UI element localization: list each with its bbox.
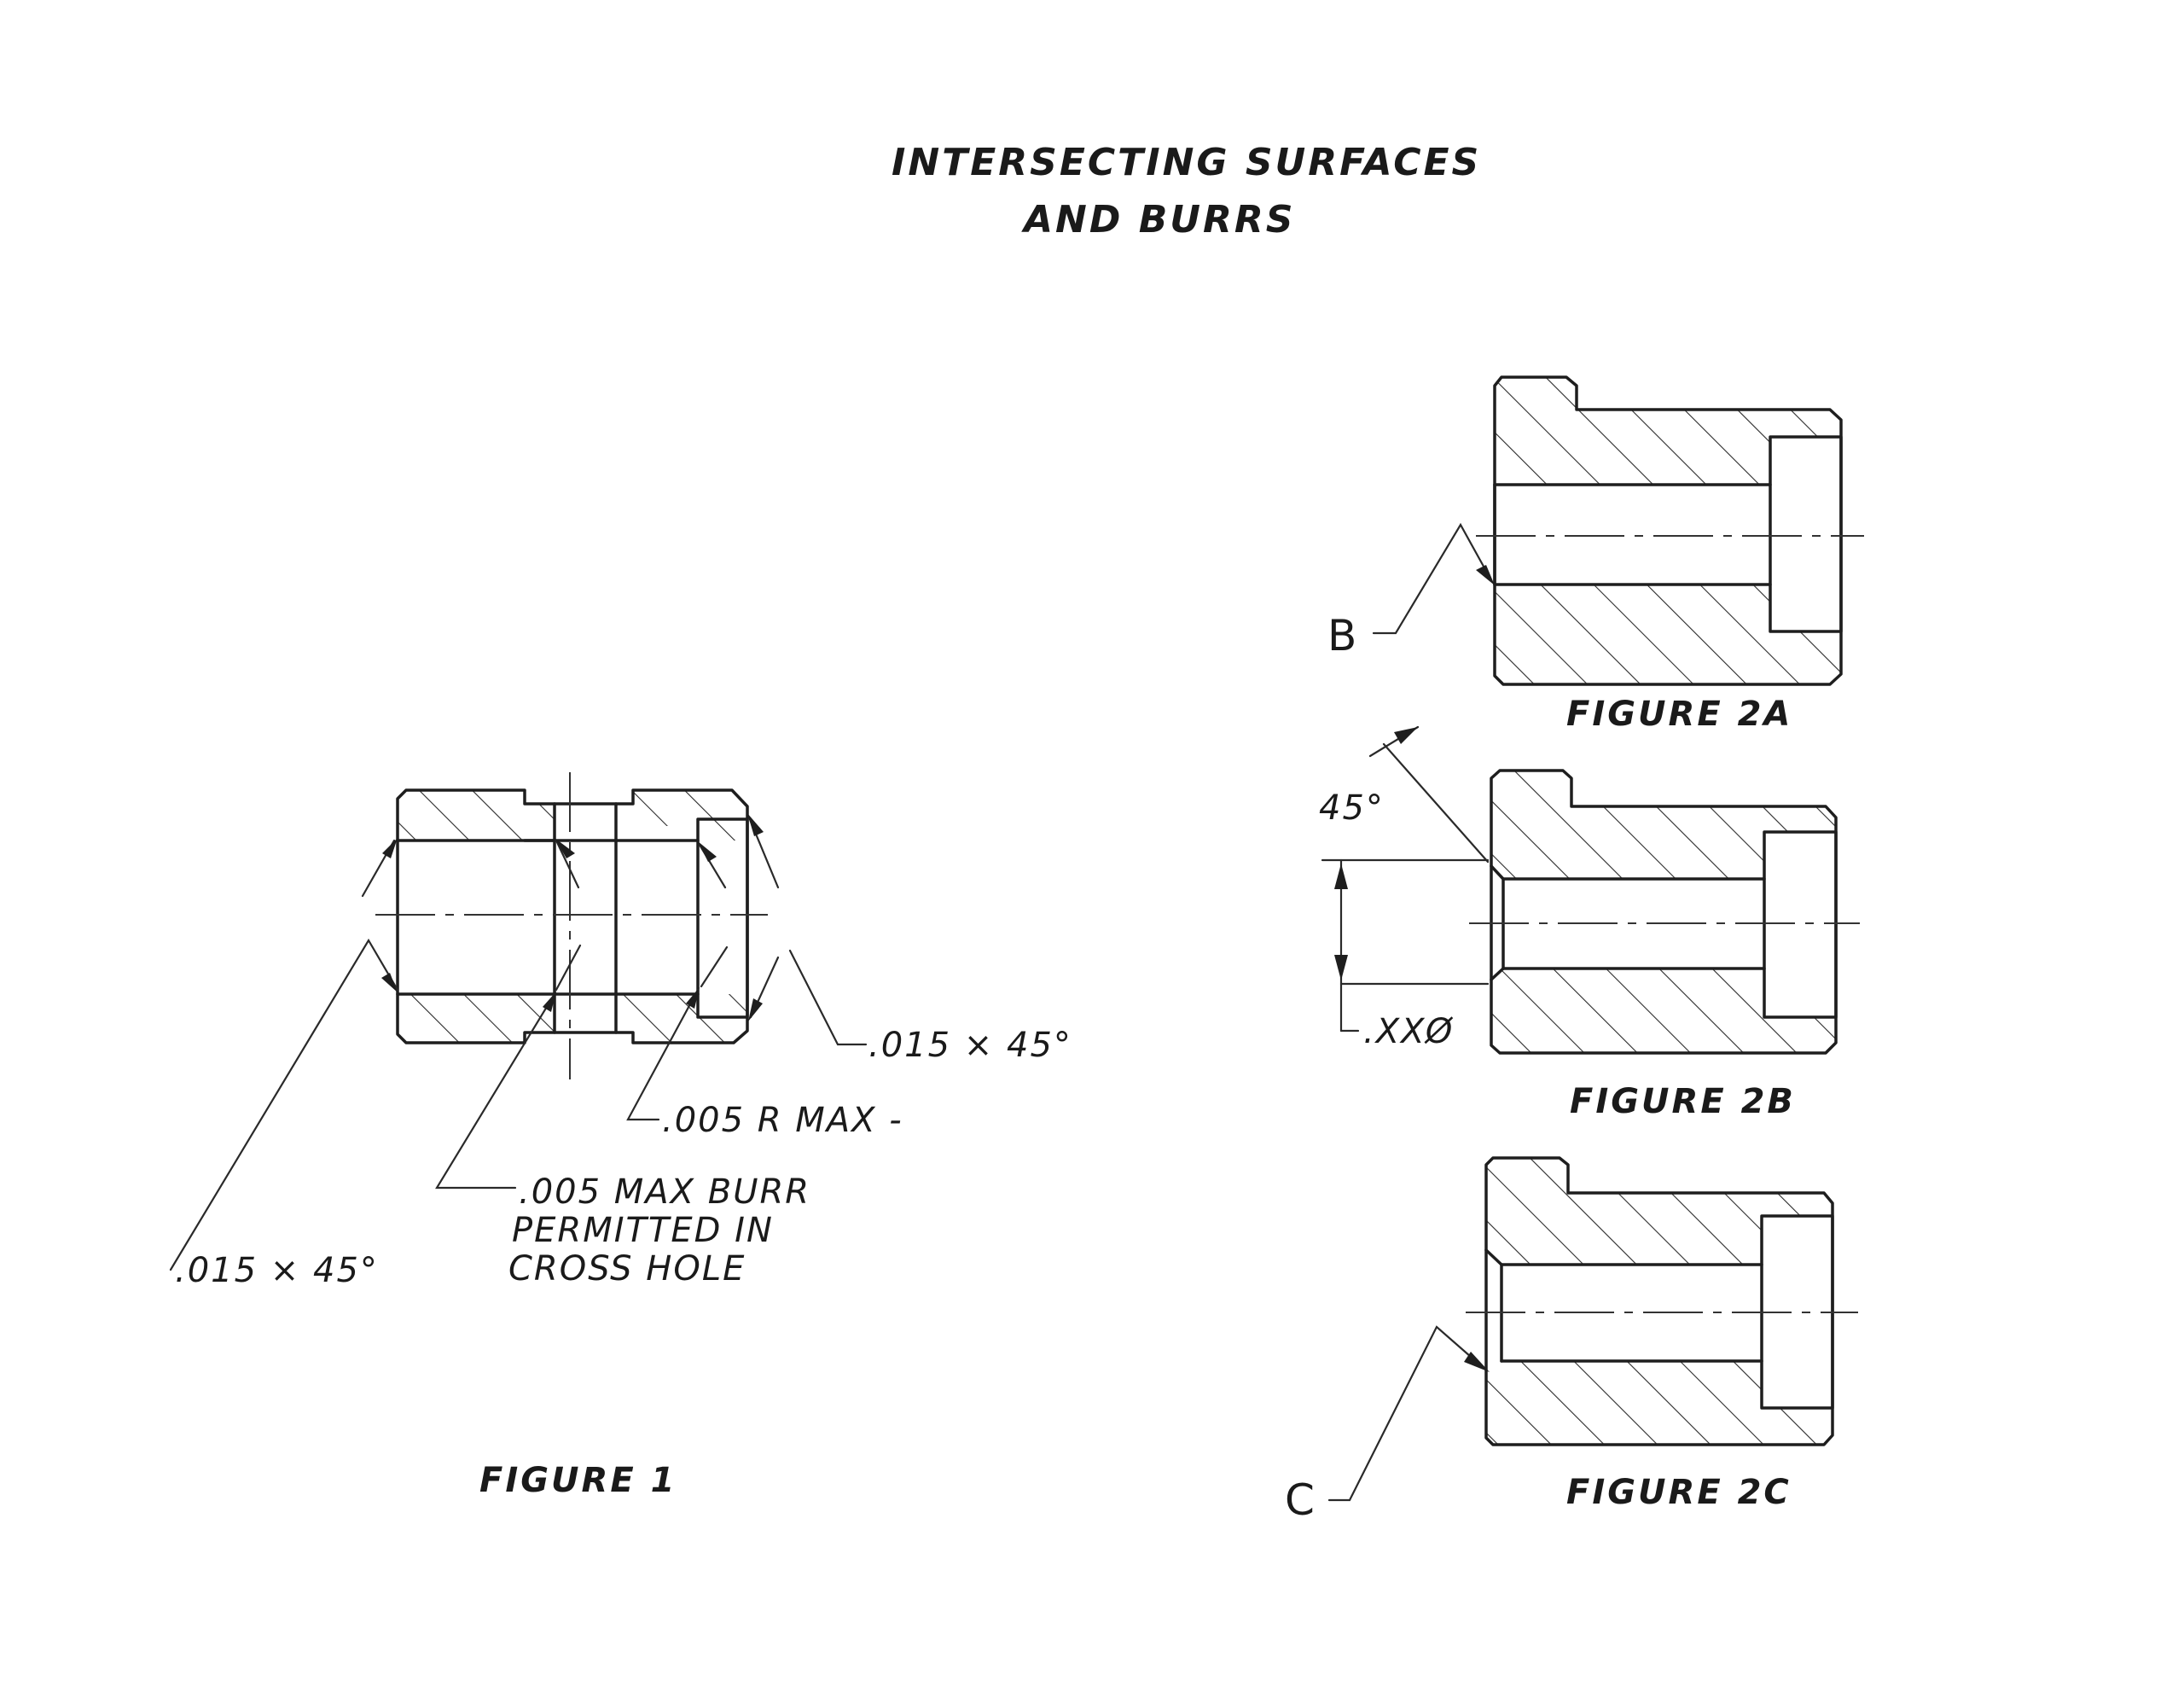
figure-1-burr-note-line2: PERMITTED IN bbox=[512, 1211, 774, 1250]
figure-2a: B FIGURE 2A bbox=[1327, 375, 1864, 734]
drawing-title-line2: AND BURRS bbox=[1021, 198, 1295, 241]
figure-2c-caption: FIGURE 2C bbox=[1566, 1473, 1792, 1512]
figure-2a-caption: FIGURE 2A bbox=[1566, 695, 1792, 734]
figure-1: .015 × 45° .015 × 45° .005 R MAX - .005 … bbox=[169, 772, 1072, 1500]
figure-2c-part-outline bbox=[1484, 1156, 1834, 1446]
figure-2a-section-hatch bbox=[1495, 377, 1841, 684]
figure-2c-label-c: C bbox=[1285, 1475, 1315, 1525]
figure-2b-angle-label: 45° bbox=[1319, 788, 1385, 828]
figure-1-burr-note-line3: CROSS HOLE bbox=[508, 1249, 746, 1289]
figure-2c-section-hatch bbox=[1486, 1158, 1833, 1445]
figure-2c-leader-c bbox=[1327, 1325, 1490, 1502]
figure-2b-part-outline bbox=[1490, 769, 1838, 1055]
figure-2b-dimension bbox=[1321, 725, 1490, 1033]
figure-2a-leader-b bbox=[1372, 522, 1495, 635]
figure-1-chamfer-note-right: .015 × 45° bbox=[868, 1026, 1072, 1065]
figure-1-burr-note-line1: .005 MAX BURR bbox=[519, 1172, 810, 1212]
figure-1-chamfer-note-left: .015 × 45° bbox=[175, 1251, 379, 1290]
figure-2b: 45° .XXØ FIGURE 2B bbox=[1319, 725, 1860, 1121]
figure-1-radius-note: .005 R MAX - bbox=[662, 1101, 903, 1140]
figure-2a-label-b: B bbox=[1327, 611, 1356, 660]
figure-2a-part-outline bbox=[1493, 375, 1843, 686]
drawing-title-line1: INTERSECTING SURFACES bbox=[892, 141, 1481, 184]
figure-2c: C FIGURE 2C bbox=[1285, 1156, 1858, 1525]
figure-1-leaders bbox=[169, 813, 868, 1271]
figure-1-section-hatch bbox=[398, 790, 747, 1043]
figure-2b-diameter-label: .XXØ bbox=[1363, 1012, 1454, 1051]
figure-1-caption: FIGURE 1 bbox=[479, 1461, 677, 1500]
figure-2b-section-hatch bbox=[1491, 771, 1836, 1053]
figure-2b-caption: FIGURE 2B bbox=[1570, 1082, 1796, 1121]
